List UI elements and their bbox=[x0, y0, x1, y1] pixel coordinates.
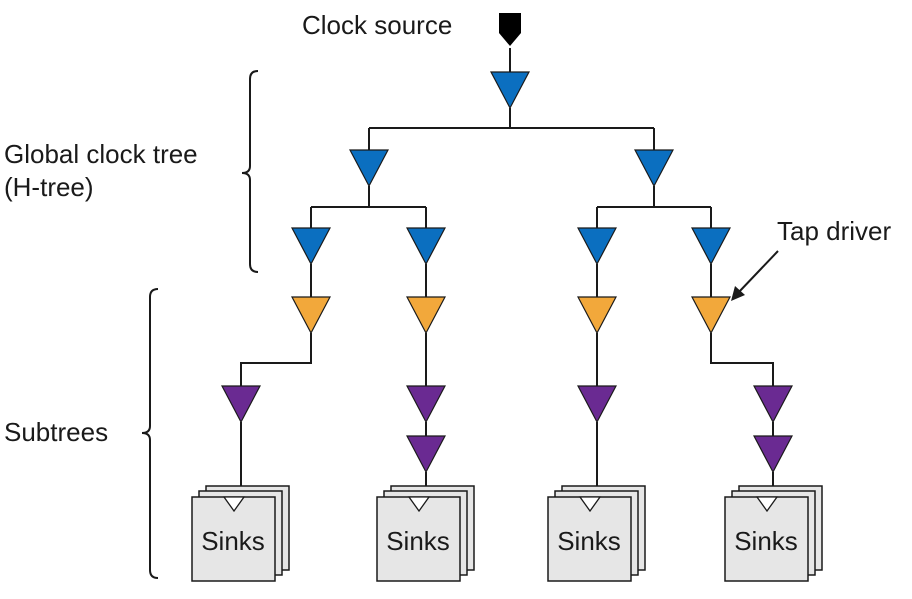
global-tree-sublabel: (H-tree) bbox=[4, 172, 94, 202]
level2-buffer-3-icon bbox=[577, 227, 617, 266]
sink-label: Sinks bbox=[557, 526, 621, 556]
tap-drivers bbox=[291, 296, 731, 335]
level2-buffer-2-icon bbox=[406, 227, 446, 266]
global-tree-label: Global clock tree bbox=[4, 139, 198, 169]
level2-buffer-4-icon bbox=[691, 227, 731, 266]
level1-right-buffer-icon bbox=[634, 149, 674, 188]
subtrees-brace bbox=[141, 288, 159, 579]
wires bbox=[240, 48, 774, 488]
subtree-3-buffer-icon bbox=[577, 385, 617, 424]
tap-driver-3-icon bbox=[577, 296, 617, 335]
tap-driver-arrow bbox=[731, 250, 779, 301]
level2-buffer-1-icon bbox=[291, 227, 331, 266]
tap-driver-label: Tap driver bbox=[777, 216, 891, 246]
tap-driver-1-icon bbox=[291, 296, 331, 335]
root-buffer-icon bbox=[490, 71, 530, 110]
sink-label: Sinks bbox=[734, 526, 798, 556]
sink-stack-3: Sinks bbox=[547, 485, 646, 582]
tap-driver-2-icon bbox=[406, 296, 446, 335]
sink-stack-4: Sinks bbox=[724, 485, 823, 582]
subtree-2-buffer-a-icon bbox=[406, 385, 446, 424]
sink-stack-1: Sinks bbox=[191, 485, 290, 582]
sink-label: Sinks bbox=[201, 526, 265, 556]
subtree-1-buffer-icon bbox=[221, 385, 261, 424]
global-buffers bbox=[291, 71, 731, 266]
subtree-4-buffer-a-icon bbox=[753, 385, 793, 424]
subtree-buffers bbox=[221, 385, 793, 474]
clock-source-label: Clock source bbox=[302, 10, 452, 40]
sink-label: Sinks bbox=[386, 526, 450, 556]
level1-left-buffer-icon bbox=[349, 149, 389, 188]
subtree-4-buffer-b-icon bbox=[753, 435, 793, 474]
subtrees-label: Subtrees bbox=[4, 417, 108, 447]
sink-stack-2: Sinks bbox=[376, 485, 475, 582]
tap-driver-4-icon bbox=[691, 296, 731, 335]
subtree-2-buffer-b-icon bbox=[406, 435, 446, 474]
global-tree-brace bbox=[241, 70, 259, 273]
clock-source-icon bbox=[499, 13, 521, 46]
